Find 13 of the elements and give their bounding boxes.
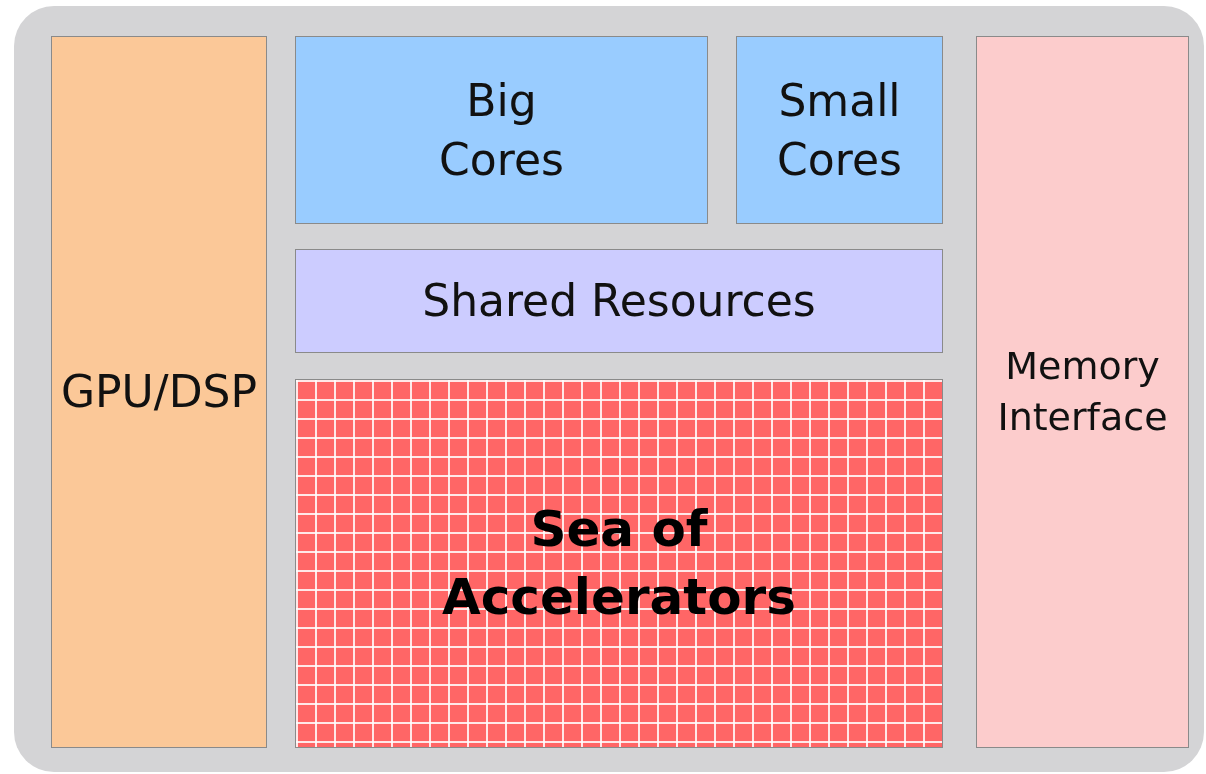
chip-die-background <box>14 6 1204 772</box>
block-label: Memory Interface <box>996 342 1169 441</box>
block <box>295 249 943 353</box>
block <box>51 36 267 748</box>
block-label: Small Cores <box>776 73 903 187</box>
block <box>736 36 943 224</box>
block <box>295 36 708 224</box>
block-label: Big Cores <box>438 73 565 187</box>
block-label: Sea of Accelerators <box>441 499 797 628</box>
block-label: GPU/DSP <box>61 365 257 420</box>
accelerator-grid-block <box>295 379 943 748</box>
block <box>976 36 1189 748</box>
block-label: Shared Resources <box>422 274 816 329</box>
